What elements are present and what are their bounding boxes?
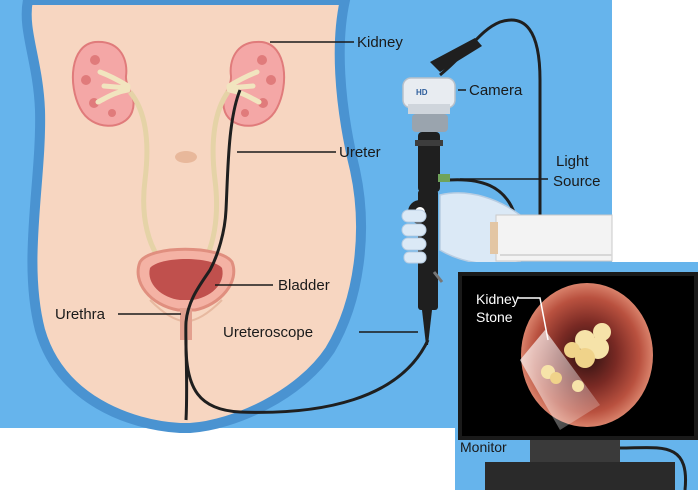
label-light-source-line1: Light (556, 153, 589, 170)
navel (175, 151, 197, 163)
label-urethra: Urethra (55, 306, 106, 323)
label-ureteroscope: Ureteroscope (223, 324, 313, 341)
label-light-source-line2: Source (553, 173, 601, 190)
label-monitor: Monitor (460, 439, 507, 455)
light-source-box (490, 215, 612, 261)
label-camera: Camera (469, 82, 523, 99)
label-kidney-stone-line2: Stone (476, 309, 513, 325)
label-bladder: Bladder (278, 277, 330, 294)
label-ureter: Ureter (339, 144, 381, 161)
label-kidney: Kidney (357, 34, 403, 51)
label-kidney-stone-line1: Kidney (476, 291, 519, 307)
camera-brand-label: HD (416, 88, 428, 97)
